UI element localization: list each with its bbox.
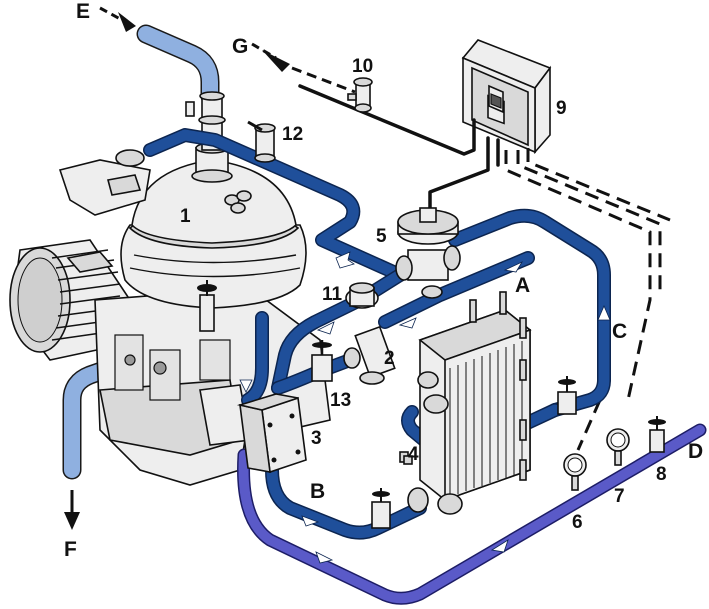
valve-c-line bbox=[557, 376, 577, 415]
three-way-valve bbox=[395, 207, 461, 299]
label-4: 4 bbox=[408, 444, 419, 465]
label-a: A bbox=[515, 274, 530, 297]
label-6: 6 bbox=[572, 512, 583, 533]
wire-to-valve-5 bbox=[428, 136, 490, 212]
label-7: 7 bbox=[614, 486, 625, 507]
label-f: F bbox=[64, 538, 77, 561]
valve-11 bbox=[345, 282, 379, 309]
wire-to-valve-10 bbox=[298, 84, 476, 156]
air-line-g bbox=[291, 66, 356, 94]
gauge-7 bbox=[606, 428, 630, 466]
label-d: D bbox=[688, 440, 703, 463]
separator-bowl bbox=[120, 91, 307, 309]
pump-3 bbox=[236, 393, 307, 474]
valve-8 bbox=[648, 416, 666, 453]
label-11: 11 bbox=[322, 284, 343, 305]
label-3: 3 bbox=[311, 428, 322, 449]
label-2: 2 bbox=[384, 348, 395, 369]
label-b: B bbox=[310, 480, 325, 503]
separator-frame bbox=[94, 287, 331, 486]
outlet-pipe-d bbox=[238, 425, 705, 604]
pipe-b bbox=[266, 464, 426, 539]
signal-line bbox=[504, 150, 652, 401]
pressure-gauge-6 bbox=[563, 453, 587, 491]
label-9: 9 bbox=[556, 98, 567, 119]
pipe-bowl-to-3 bbox=[242, 312, 268, 406]
valve-13 bbox=[311, 340, 333, 382]
label-12: 12 bbox=[282, 124, 303, 145]
label-5: 5 bbox=[376, 226, 387, 247]
label-1: 1 bbox=[180, 206, 191, 227]
hood-latch bbox=[58, 149, 151, 216]
pipe-5-to-13 bbox=[272, 269, 406, 394]
valve-12 bbox=[247, 120, 276, 163]
label-8: 8 bbox=[656, 464, 667, 485]
valve-b-line bbox=[371, 488, 391, 529]
frame-valve bbox=[197, 280, 217, 332]
callout-labels: E G F A B C D 1 2 3 4 5 6 7 8 9 10 11 12… bbox=[64, 0, 703, 561]
fitting-4 bbox=[403, 455, 413, 465]
label-g: G bbox=[232, 35, 248, 58]
inlet-pipe-e bbox=[138, 26, 218, 104]
component-2 bbox=[343, 325, 396, 385]
label-13: 13 bbox=[330, 390, 351, 411]
label-e: E bbox=[76, 0, 90, 23]
label-c: C bbox=[612, 320, 627, 343]
label-10: 10 bbox=[352, 56, 373, 77]
control-cabinet bbox=[461, 39, 552, 155]
solenoid-valve-10 bbox=[347, 77, 373, 113]
pipe-c-loop bbox=[449, 210, 610, 416]
pipe-12-to-5 bbox=[144, 129, 406, 281]
plate-heat-exchanger bbox=[399, 291, 532, 515]
